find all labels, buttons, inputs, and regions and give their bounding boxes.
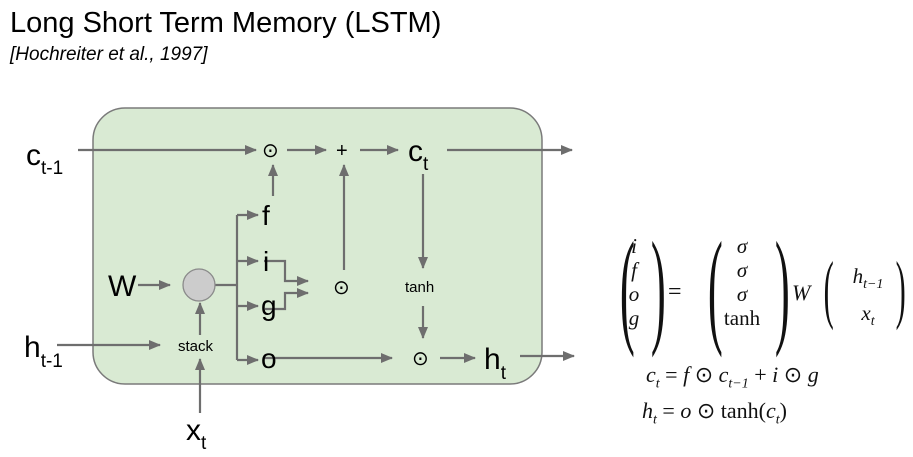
right-paren-lhs: )	[650, 216, 666, 358]
citation: [Hochreiter et al., 1997]	[10, 44, 208, 65]
arrow-g-to-input-mul	[265, 288, 309, 311]
act-tanh-g: tanh	[723, 306, 761, 330]
weight-symbol: W	[792, 280, 811, 305]
input-gate-label: i	[263, 246, 269, 277]
act-sigma-o: σ	[736, 282, 748, 306]
lstm-cell-box	[92, 107, 543, 385]
x-label: xt	[186, 414, 207, 454]
c-t-label: ct	[408, 135, 429, 175]
h-t-label: ht	[484, 343, 507, 384]
input-h-prev: ht−1	[852, 264, 884, 293]
lhs-o: o	[628, 282, 640, 306]
left-paren-act: (	[707, 216, 723, 358]
stack-op: stack	[178, 338, 214, 355]
c-prev-label: ct-1	[26, 139, 63, 179]
forget-multiply-op: ⊙	[262, 140, 279, 162]
lhs-vector: i f o g	[623, 234, 645, 330]
lhs-i: i	[631, 234, 637, 258]
gate-gate-label: g	[261, 290, 277, 321]
slide-title: Long Short Term Memory (LSTM)	[10, 7, 442, 39]
hidden-update-equation: ht = o ⊙ tanh(ct)	[642, 398, 787, 428]
act-sigma-f: σ	[736, 258, 748, 282]
plus-op: +	[336, 140, 348, 162]
left-paren-lhs: (	[619, 216, 635, 358]
input-vector: ht−1 xt	[838, 262, 898, 336]
forget-gate-label: f	[262, 200, 270, 231]
weight-multiply-node	[182, 268, 216, 302]
output-gate-label: o	[261, 343, 277, 374]
lhs-f: f	[631, 258, 637, 282]
right-paren-input: )	[895, 247, 906, 331]
cell-update-equation: ct = f ⊙ ct−1 + i ⊙ g	[646, 362, 819, 392]
lhs-g: g	[628, 306, 640, 330]
equals-sign: =	[668, 279, 682, 305]
act-sigma-i: σ	[736, 234, 748, 258]
right-paren-act: )	[774, 216, 790, 358]
left-paren-input: (	[823, 247, 834, 331]
activation-vector: σ σ σ tanh	[712, 234, 772, 330]
w-label: W	[108, 270, 137, 303]
input-multiply-op: ⊙	[333, 277, 350, 299]
tanh-op: tanh	[405, 279, 434, 296]
output-multiply-op: ⊙	[412, 348, 429, 370]
h-prev-label: ht-1	[24, 331, 63, 372]
input-x: xt	[861, 301, 875, 330]
arrow-i-to-input-mul	[264, 259, 309, 286]
